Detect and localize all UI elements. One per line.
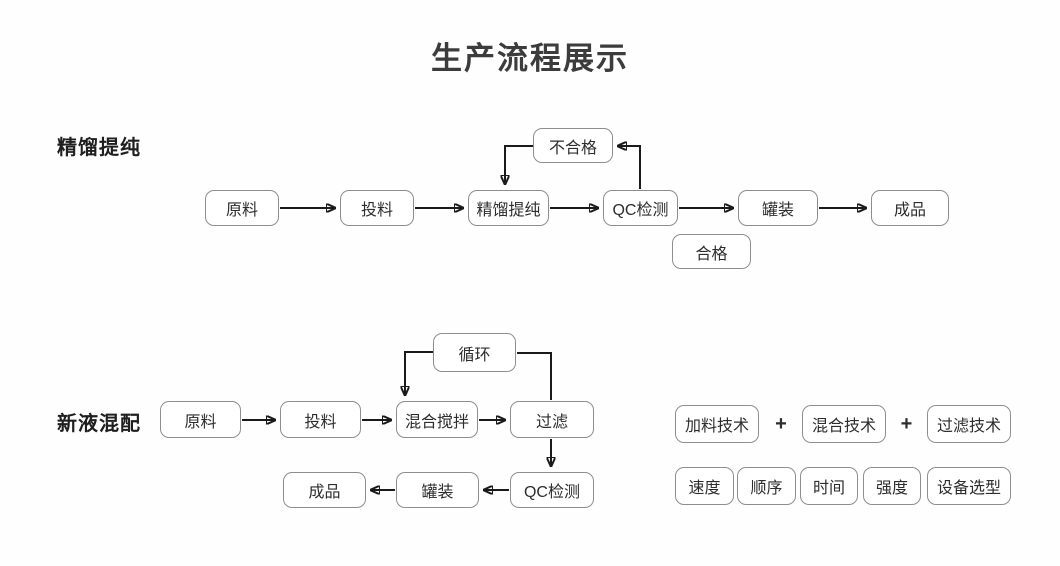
node-canning-2: 罐装 — [396, 472, 479, 508]
node-qc-test-2: QC检测 — [510, 472, 594, 508]
node-unqualified: 不合格 — [533, 128, 613, 163]
page-title: 生产流程展示 — [431, 41, 629, 76]
node-finished-product-1: 成品 — [871, 190, 949, 226]
node-mixing-stirring: 混合搅拌 — [396, 401, 478, 438]
node-raw-material-1: 原料 — [205, 190, 279, 226]
line-filter-to-cycle — [517, 352, 552, 400]
arrow-cycle-to-mix — [405, 351, 433, 394]
node-filtering-technology: 过滤技术 — [927, 405, 1011, 443]
plus-sign-2: + — [900, 412, 913, 435]
node-factor-time: 时间 — [800, 467, 858, 505]
node-feeding-1: 投料 — [340, 190, 414, 226]
section-label-mixing: 新液混配 — [57, 413, 141, 435]
section-label-distillation: 精馏提纯 — [57, 137, 141, 159]
node-raw-material-2: 原料 — [160, 401, 241, 438]
node-cycle: 循环 — [433, 333, 516, 372]
node-qc-test-1: QC检测 — [603, 190, 678, 226]
node-factor-order: 顺序 — [737, 467, 796, 505]
node-filtering: 过滤 — [510, 401, 594, 438]
node-feeding-2: 投料 — [280, 401, 361, 438]
node-qualified: 合格 — [672, 234, 751, 269]
node-feeding-technology: 加料技术 — [675, 405, 759, 443]
node-factor-speed: 速度 — [675, 467, 734, 505]
node-finished-product-2: 成品 — [283, 472, 366, 508]
node-mixing-technology: 混合技术 — [802, 405, 886, 443]
node-canning-1: 罐装 — [738, 190, 818, 226]
node-equipment-selection: 设备选型 — [927, 467, 1011, 505]
arrow-qc1-to-unqualified — [619, 146, 641, 189]
arrow-unqualified-to-distill — [505, 145, 533, 183]
node-distillation: 精馏提纯 — [468, 190, 549, 226]
plus-sign-1: + — [775, 412, 787, 435]
node-factor-intensity: 强度 — [863, 467, 921, 505]
